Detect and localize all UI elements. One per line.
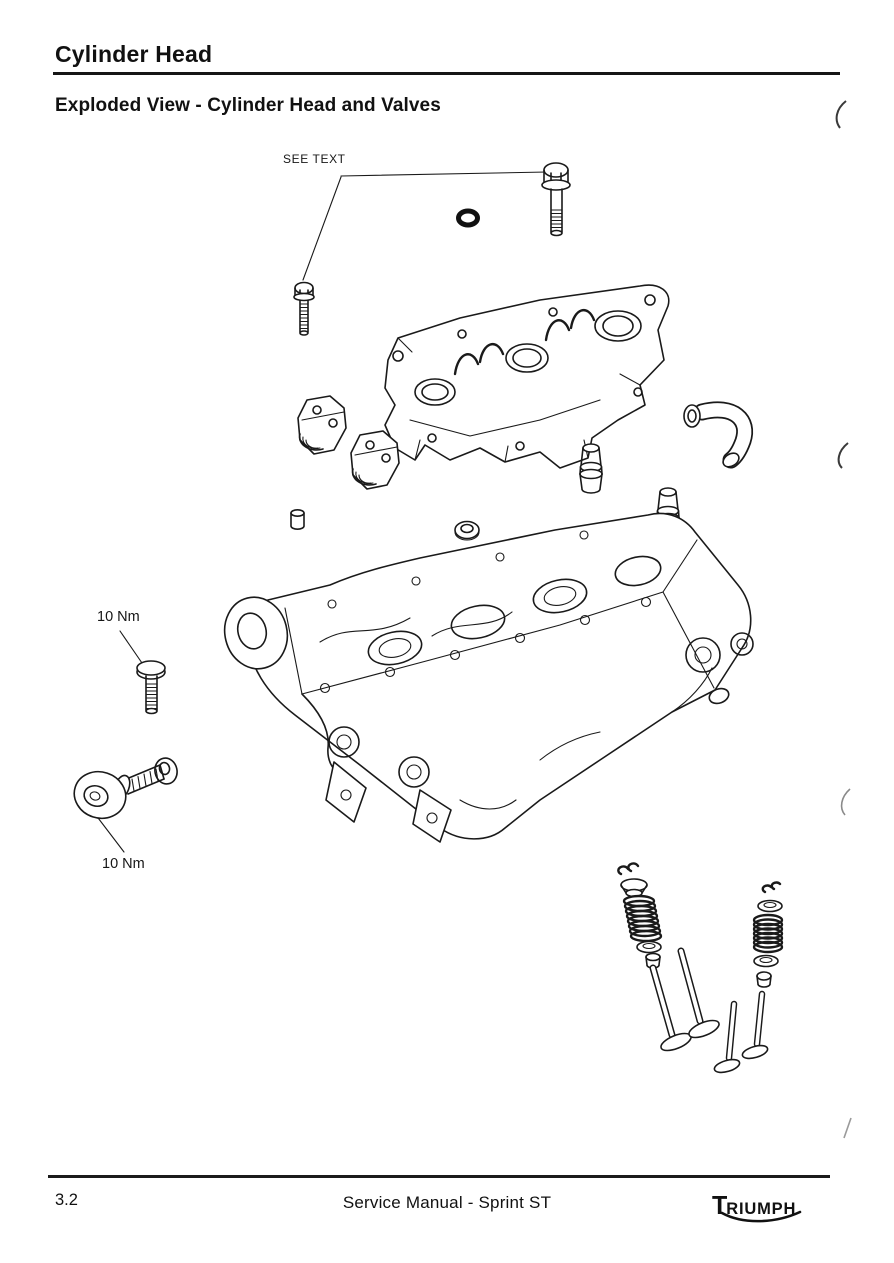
cam-cap-illustration: [297, 395, 400, 490]
page-title: Cylinder Head: [55, 41, 213, 67]
page-number: 3.2: [55, 1191, 78, 1209]
cam-carrier-illustration: [384, 284, 670, 469]
valves-left-illustration: [649, 947, 720, 1052]
section-subtitle: Exploded View - Cylinder Head and Valves: [55, 95, 441, 116]
label-see-text: SEE TEXT: [283, 152, 346, 166]
footer-title: Service Manual - Sprint ST: [342, 1193, 552, 1212]
scan-artifact: [835, 100, 852, 1139]
lower-torque-bolt-illustration: [73, 764, 165, 820]
valve-spring-left: [622, 894, 663, 943]
triumph-logo-rest: RIUMPH: [726, 1200, 797, 1218]
valve-spring-right: [752, 913, 784, 954]
o-ring-illustration: [456, 208, 480, 228]
leader-lines: [91, 171, 548, 853]
breather-hose-illustration: [683, 401, 753, 469]
valve-spring-group-left-illustration: [617, 862, 663, 969]
cylinder-head-illustration: [223, 512, 754, 843]
upper-torque-screw-illustration: [136, 660, 166, 715]
footer-divider: [48, 1175, 830, 1178]
long-bolt-illustration: [541, 162, 571, 237]
valves-right-illustration: [713, 990, 769, 1074]
label-torque-lower: 10 Nm: [102, 856, 145, 872]
valve-spring-group-right-illustration: [752, 881, 784, 988]
washer-illustration: [454, 520, 480, 541]
valve-guide-illustration: [579, 443, 680, 538]
small-bolt-illustration: [293, 281, 315, 336]
label-torque-upper: 10 Nm: [97, 609, 140, 625]
triumph-logo-swoosh: [720, 1210, 802, 1223]
title-divider: [53, 72, 840, 75]
dowel-illustration: [290, 508, 305, 530]
